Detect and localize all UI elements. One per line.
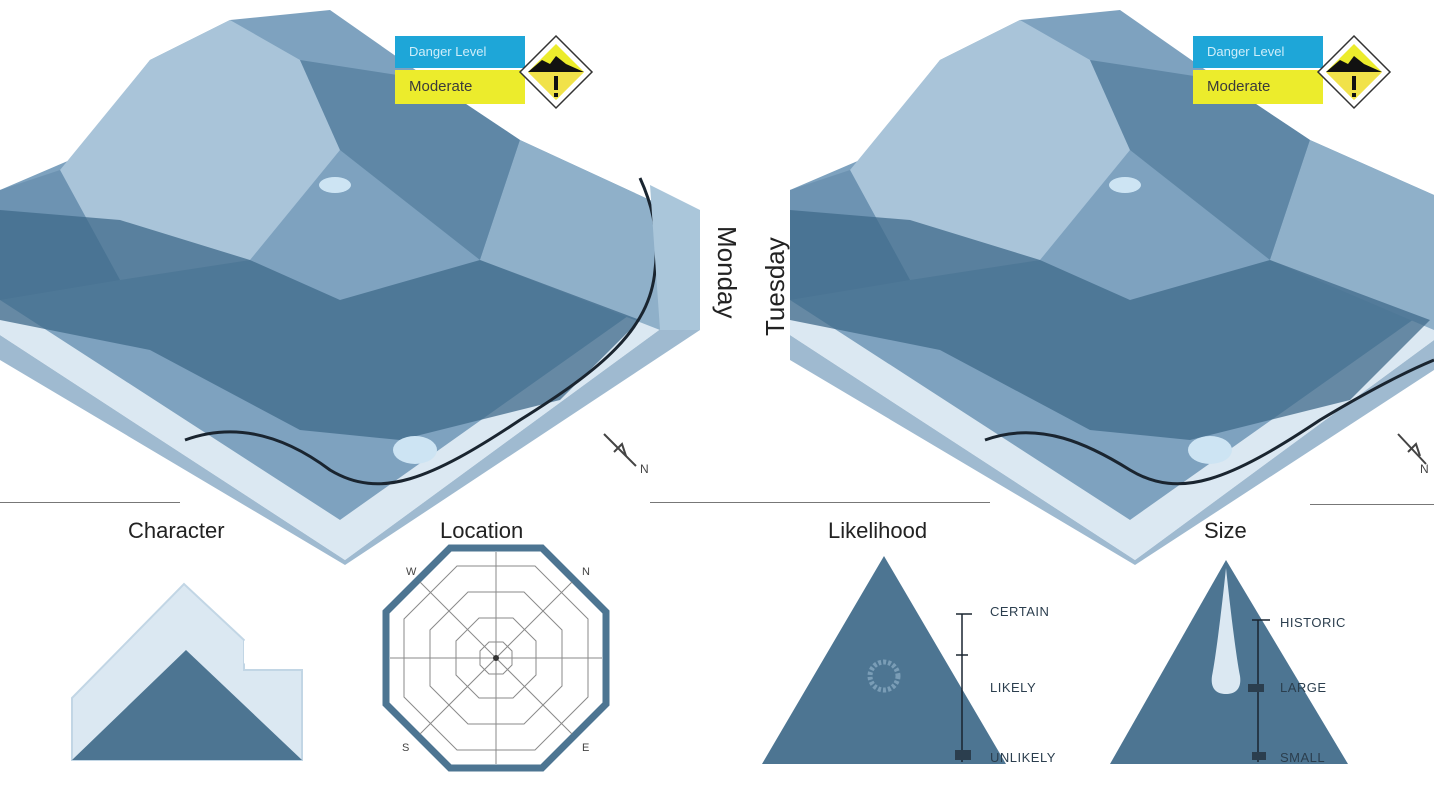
size-triangle (1110, 560, 1348, 764)
compass-rose-icon (382, 544, 610, 772)
character-diagram (71, 582, 303, 761)
size-historic-label: HISTORIC (1280, 615, 1346, 630)
size-small-label: SMALL (1280, 750, 1326, 765)
character-title: Character (128, 518, 225, 543)
location-title: Location (440, 518, 524, 543)
north-arrow-icon (603, 433, 637, 467)
likelihood-unlikely-label: UNLIKELY (990, 750, 1056, 765)
tuesday-danger-box: Danger Level Moderate (1193, 36, 1323, 104)
tuesday-danger-value: Moderate (1193, 70, 1323, 104)
likelihood-triangle (762, 556, 1006, 764)
monday-north-label: N (640, 462, 649, 476)
size-large-label: LARGE (1280, 680, 1327, 695)
compass-n: N (582, 566, 590, 578)
danger-diamond-icon (518, 34, 594, 110)
monday-terrain-map (0, 10, 700, 565)
monday-danger-label: Danger Level (395, 36, 525, 68)
likelihood-likely-label: LIKELY (990, 680, 1037, 695)
tuesday-day-label: Tuesday (760, 237, 790, 336)
danger-diamond-icon (1316, 34, 1392, 110)
divider-right (1310, 504, 1434, 505)
monday-danger-box: Danger Level Moderate (395, 36, 525, 104)
likelihood-certain-label: CERTAIN (990, 604, 1050, 619)
tuesday-north-label: N (1420, 462, 1429, 476)
compass-w: W (406, 566, 417, 578)
compass-e: E (582, 742, 590, 754)
monday-day-label: Monday (712, 226, 742, 319)
divider-mid (650, 502, 990, 503)
monday-danger-value: Moderate (395, 70, 525, 104)
likelihood-title: Likelihood (828, 518, 928, 543)
tuesday-danger-label: Danger Level (1193, 36, 1323, 68)
divider-left (0, 502, 180, 503)
compass-s: S (402, 742, 410, 754)
north-arrow-icon (1397, 433, 1427, 465)
tuesday-terrain-map (790, 10, 1434, 565)
size-title: Size (1204, 518, 1247, 543)
